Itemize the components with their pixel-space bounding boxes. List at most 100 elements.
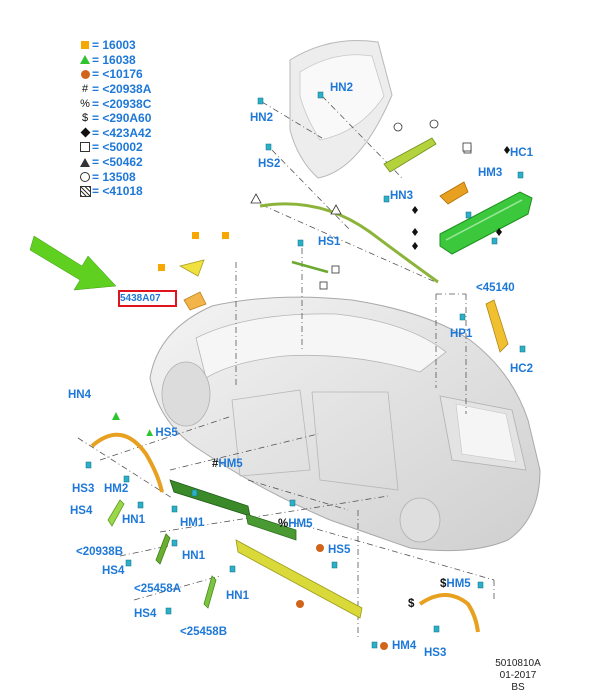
callout-hs3-left: HS3 xyxy=(72,483,95,495)
green-pointer-arrow xyxy=(29,235,117,291)
callout-hm4: HM4 xyxy=(392,640,417,652)
legend-text: = 16038 xyxy=(92,52,136,67)
legend-text: = <290A60 xyxy=(92,111,152,126)
legend-row: = <41018 xyxy=(78,184,151,199)
legend-row: = 16003 xyxy=(78,38,151,53)
hash-prefix-icon: # xyxy=(212,458,219,470)
drawing-initials: BS xyxy=(511,682,525,693)
legend-row: $= <290A60 xyxy=(78,111,151,126)
callout-hm2: HM2 xyxy=(104,483,129,495)
rocker-molding-dark xyxy=(169,479,251,517)
open-square-icon xyxy=(80,142,90,153)
callout-25458b: <25458B xyxy=(180,626,227,638)
wheel-arch-rear-right xyxy=(418,593,480,633)
callout-hs4-bot: HS4 xyxy=(134,608,157,620)
dollar-prefix-icon: $ xyxy=(440,578,447,590)
hash-icon: # xyxy=(81,83,89,96)
orange-square-icon xyxy=(81,41,89,50)
callout-20938b: <20938B xyxy=(76,546,123,558)
legend-row: %= <20938C xyxy=(78,96,151,111)
lower-strip-b xyxy=(155,533,171,565)
callout-hn3: HN3 xyxy=(390,190,414,202)
callout-hs3-right: HS3 xyxy=(424,647,447,659)
callout-hn1-a: HN1 xyxy=(122,514,146,526)
black-diamond-icon xyxy=(80,127,90,138)
callout-hs5-right: HS5 xyxy=(328,544,351,556)
orange-circle-icon xyxy=(80,69,90,79)
legend-row: = <10176 xyxy=(78,67,151,82)
legend-text: = 16003 xyxy=(92,38,136,53)
dollar-standalone-icon: $ xyxy=(408,598,415,610)
callout-hm5-pct-text: HM5 xyxy=(288,518,313,530)
callout-hs4-mid: HS4 xyxy=(102,565,125,577)
callout-hm1: HM1 xyxy=(180,517,205,529)
small-orange-bracket xyxy=(439,181,469,205)
legend-text: = <10176 xyxy=(92,67,143,82)
legend-text: = <423A42 xyxy=(92,125,152,140)
legend-row: = <50002 xyxy=(78,140,151,155)
percent-icon: % xyxy=(80,97,90,110)
lower-strip-a xyxy=(107,499,125,527)
callout-hm3: HM3 xyxy=(478,167,503,179)
callout-hs4-top: HS4 xyxy=(70,505,93,517)
legend-row: = 13508 xyxy=(78,169,151,184)
legend-row: = <50462 xyxy=(78,155,151,170)
legend-text: = <20938A xyxy=(92,82,152,97)
drawing-code: 5010810A xyxy=(495,658,541,669)
roof-rail-strip xyxy=(259,202,439,284)
callout-hn4: HN4 xyxy=(68,389,92,401)
callout-hs1: HS1 xyxy=(318,236,341,248)
callout-25458a: <25458A xyxy=(134,583,181,595)
lower-strip-c xyxy=(203,575,217,609)
callout-hs2: HS2 xyxy=(258,158,281,170)
callout-symbols xyxy=(112,119,510,650)
hatched-square-icon xyxy=(79,185,91,197)
yellow-clip-part xyxy=(178,259,205,277)
fastener-clips xyxy=(85,91,526,649)
percent-prefix-icon: % xyxy=(278,518,289,530)
rocker-molding-yellow xyxy=(235,539,363,619)
callout-hm5-hash: #HM5 xyxy=(212,458,243,471)
upper-trim-strip xyxy=(383,137,437,173)
callout-hm5-hash-text: HM5 xyxy=(218,458,243,470)
rocker-molding-right xyxy=(245,513,297,541)
callout-hs5-left-text: HS5 xyxy=(155,427,178,439)
open-triangle-icon xyxy=(80,157,90,167)
callout-hn1-c: HN1 xyxy=(226,590,250,602)
legend-text: = <50462 xyxy=(92,155,143,170)
legend-text: = <50002 xyxy=(92,140,143,155)
callout-hc2: HC2 xyxy=(510,363,534,375)
legend: = 16003 = 16038 = <10176 #= <20938A %= <… xyxy=(78,38,151,199)
liftgate-panel xyxy=(289,39,393,179)
tailgate-spoiler-part xyxy=(439,191,533,255)
legend-text: = <20938C xyxy=(92,96,152,111)
callout-hm5-dollar-text: HM5 xyxy=(446,578,471,590)
legend-row: = 16038 xyxy=(78,53,151,68)
dollar-icon: $ xyxy=(81,112,89,125)
orange-pad-part xyxy=(183,291,207,311)
legend-text: = 13508 xyxy=(92,169,136,184)
callout-hs5-left: ▲HS5 xyxy=(144,427,178,440)
callout-hn2-top: HN2 xyxy=(330,82,354,94)
callout-hn2-left: HN2 xyxy=(250,112,274,124)
pillar-trim-part xyxy=(485,299,509,353)
drawing-date: 01-2017 xyxy=(499,670,537,681)
callout-hn1-b: HN1 xyxy=(182,550,206,562)
green-triangle-icon xyxy=(80,55,90,65)
legend-text: = <41018 xyxy=(92,184,143,199)
highlighted-part-callout: 5438A07 xyxy=(118,290,177,307)
callout-hm5-pct: %HM5 xyxy=(278,518,313,531)
legend-row: #= <20938A xyxy=(78,82,151,97)
vehicle-body xyxy=(149,296,541,552)
callout-45140: <45140 xyxy=(476,282,515,294)
side-molding-small xyxy=(291,260,329,274)
open-circle-icon xyxy=(80,171,90,182)
callout-hm5-dollar: $HM5 xyxy=(440,578,471,591)
legend-row: = <423A42 xyxy=(78,126,151,141)
wheel-arch-front-left xyxy=(90,432,164,493)
callout-hc1: HC1 xyxy=(510,147,534,159)
callout-hp1: HP1 xyxy=(450,328,473,340)
green-triangle-prefix-icon: ▲ xyxy=(144,427,156,439)
drawing-footer: 5010810A 01-2017 BS xyxy=(488,658,548,694)
